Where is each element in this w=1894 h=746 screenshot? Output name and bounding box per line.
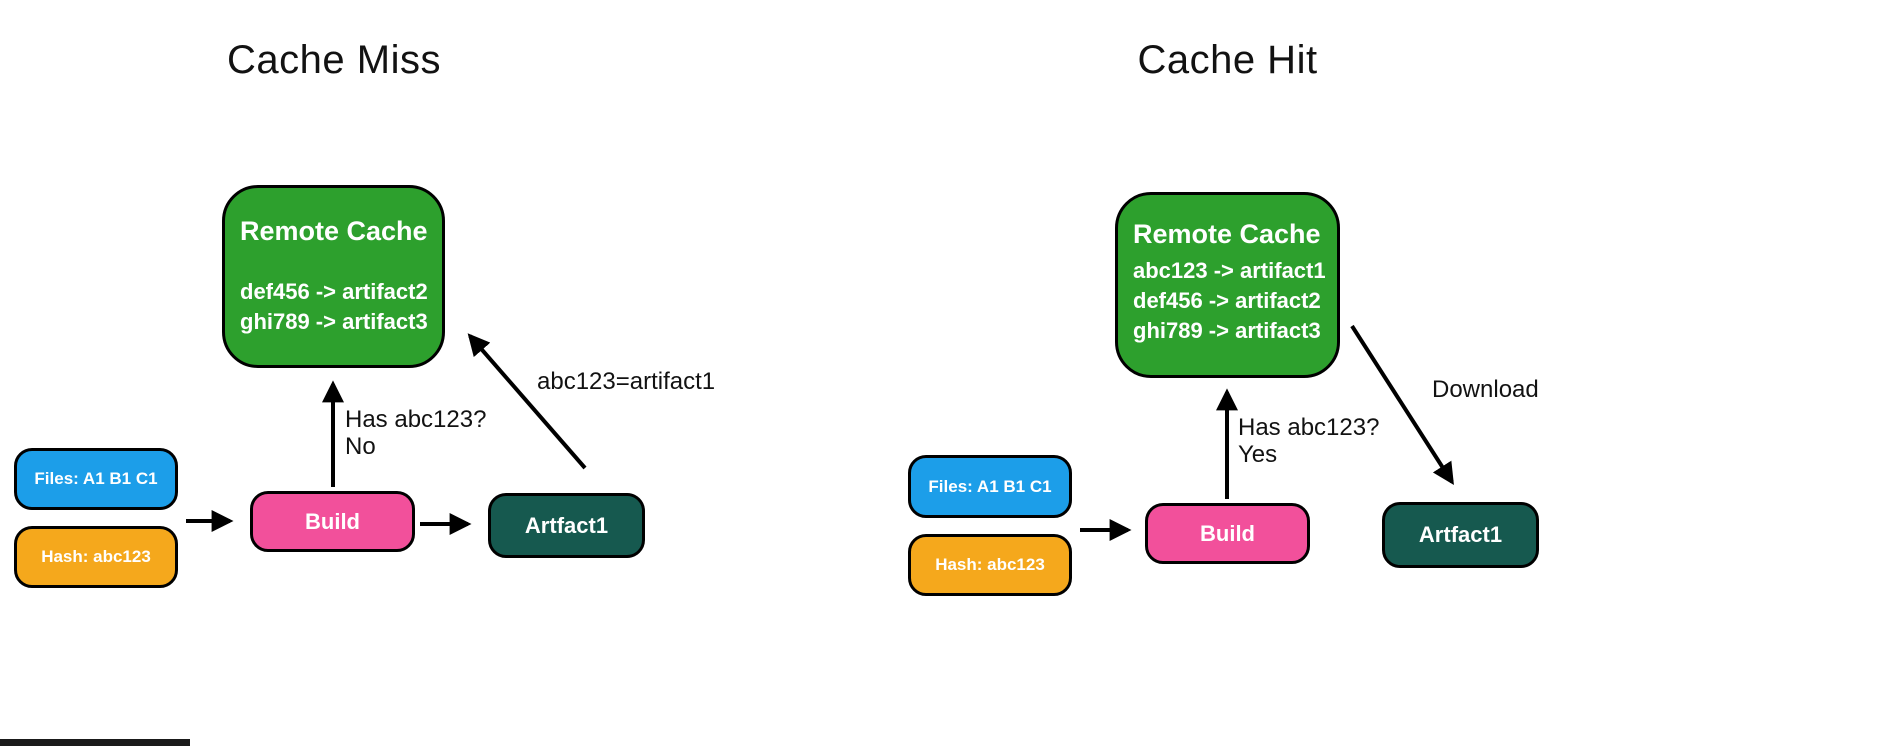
artifact-node-miss: Artfact1 <box>488 493 645 558</box>
files-node-hit: Files: A1 B1 C1 <box>908 455 1072 518</box>
remote-cache-title-miss: Remote Cache <box>240 216 428 246</box>
download-label-hit: Download <box>1432 376 1539 403</box>
cache-hit-title: Cache Hit <box>1137 38 1318 82</box>
arrow-artifact-to-cache-miss <box>467 333 587 470</box>
has-hash-label-miss: Has abc123? No <box>345 406 486 460</box>
remote-cache-entries-hit: abc123 -> artifact1 def456 -> artifact2 … <box>1133 256 1326 346</box>
hash-node-miss: Hash: abc123 <box>14 526 178 588</box>
has-hash-answer-miss: No <box>345 433 376 460</box>
remote-cache-node-miss: Remote Cache def456 -> artifact2 ghi789 … <box>222 185 445 368</box>
has-hash-question-miss: Has abc123? <box>345 406 487 433</box>
remote-cache-node-hit: Remote Cache abc123 -> artifact1 def456 … <box>1115 192 1340 378</box>
build-node-miss: Build <box>250 491 415 552</box>
hash-node-hit: Hash: abc123 <box>908 534 1072 596</box>
cache-entry: def456 -> artifact2 <box>240 279 428 304</box>
build-node-hit: Build <box>1145 503 1310 564</box>
files-node-miss: Files: A1 B1 C1 <box>14 448 178 510</box>
upload-label-miss: abc123=artifact1 <box>537 368 716 395</box>
has-hash-question-hit: Has abc123? <box>1238 414 1380 441</box>
cache-miss-title: Cache Miss <box>227 38 441 82</box>
remote-cache-entries-miss: def456 -> artifact2 ghi789 -> artifact3 <box>240 277 428 337</box>
cache-entry: ghi789 -> artifact3 <box>240 309 428 334</box>
has-hash-answer-hit: Yes <box>1238 441 1278 468</box>
cache-entry: def456 -> artifact2 <box>1133 288 1321 313</box>
video-progress-bar <box>0 739 190 746</box>
artifact-node-hit: Artfact1 <box>1382 502 1539 568</box>
cache-entry: abc123 -> artifact1 <box>1133 258 1326 283</box>
has-hash-label-hit: Has abc123? Yes <box>1238 414 1379 468</box>
remote-cache-title-hit: Remote Cache <box>1133 219 1321 249</box>
cache-entry: ghi789 -> artifact3 <box>1133 318 1321 343</box>
